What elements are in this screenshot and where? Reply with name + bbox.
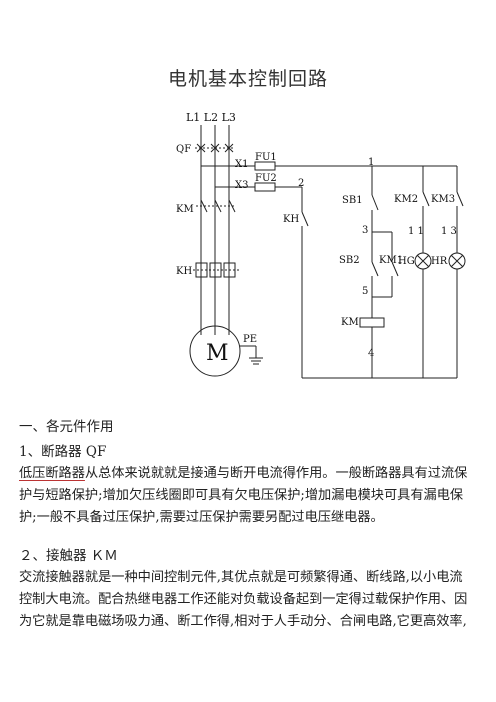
item1-paragraph: 低压断路器从总体来说就就是接通与断开电流得作用。一般断路器具有过流保 护与短路保… <box>19 463 479 529</box>
node-2-label: 2 <box>298 178 304 189</box>
node-3-label: 3 <box>362 225 368 236</box>
kh-main-label: KH <box>176 266 192 277</box>
item1-line-1: 低压断路器从总体来说就就是接通与断开电流得作用。一般断路器具有过流保 <box>19 463 479 485</box>
page-title: 电机基本控制回路 <box>167 68 328 90</box>
item1-line-2: 护与短路保护;增加欠压线圈即可具有欠电压保护;增加漏电模块可具有漏电保 <box>19 488 464 503</box>
hg-label: HG <box>398 256 415 267</box>
x1-label: X1 <box>235 159 248 170</box>
fu2-label: FU2 <box>255 173 277 184</box>
item1-underlined-term: 低压断路器 <box>19 466 85 481</box>
node-13-label: 1 3 <box>441 226 457 237</box>
km-coil-label: KM <box>341 317 359 328</box>
item1-line-1-rest: 从总体来说就就是接通与断开电流得作用。一般断路器具有过流保 <box>84 466 468 481</box>
qf-label: QF <box>176 144 191 155</box>
node-11-label: 1 1 <box>408 226 424 237</box>
item1-line-3: 护;一般不具备过压保护,需要过压保护需要另配过电压继电器。 <box>19 510 384 525</box>
km1-label: KM1 <box>379 255 403 266</box>
motor-label: M <box>206 341 229 366</box>
sb1-label: SB1 <box>342 195 363 206</box>
fu1-label: FU1 <box>255 152 277 163</box>
item2-line-3: 为它就是靠电磁场吸力通、断工作得,相对于人手动分、合闸电路,它更高效率, <box>19 614 467 629</box>
km3-label: KM3 <box>431 194 455 205</box>
motor-control-circuit-diagram: L1 L2 L3 QF X1 FU1 X3 FU2 KM KH M PE 1 2… <box>176 111 466 379</box>
item2-line-1: 交流接触器就是一种中间控制元件,其优点就是可频繁得通、断线路,以小电流 <box>19 570 463 585</box>
item2-line-2: 控制大电流。配合热继电器工作还能对负载设备起到一定得过载保护作用、因 <box>19 592 468 607</box>
section-heading-components: 一、各元件作用 <box>19 419 114 435</box>
km-main-label: KM <box>176 204 194 215</box>
x3-label: X3 <box>235 180 248 191</box>
kh-ctrl-label: KH <box>283 214 299 225</box>
phase-labels: L1 L2 L3 <box>186 111 236 124</box>
km2-label: KM2 <box>394 194 418 205</box>
sb2-label: SB2 <box>339 255 360 266</box>
item2-heading: ２、接触器 ＫＭ <box>19 548 118 564</box>
node-5-label: 5 <box>362 286 368 297</box>
node-4-label: 4 <box>368 348 374 359</box>
pe-label: PE <box>243 334 257 345</box>
node-1-label: 1 <box>368 157 374 168</box>
item2-paragraph: 交流接触器就是一种中间控制元件,其优点就是可频繁得通、断线路,以小电流 控制大电… <box>19 567 479 633</box>
item1-heading: 1、断路器 QF <box>19 444 107 460</box>
hr-label: HR <box>431 256 448 267</box>
